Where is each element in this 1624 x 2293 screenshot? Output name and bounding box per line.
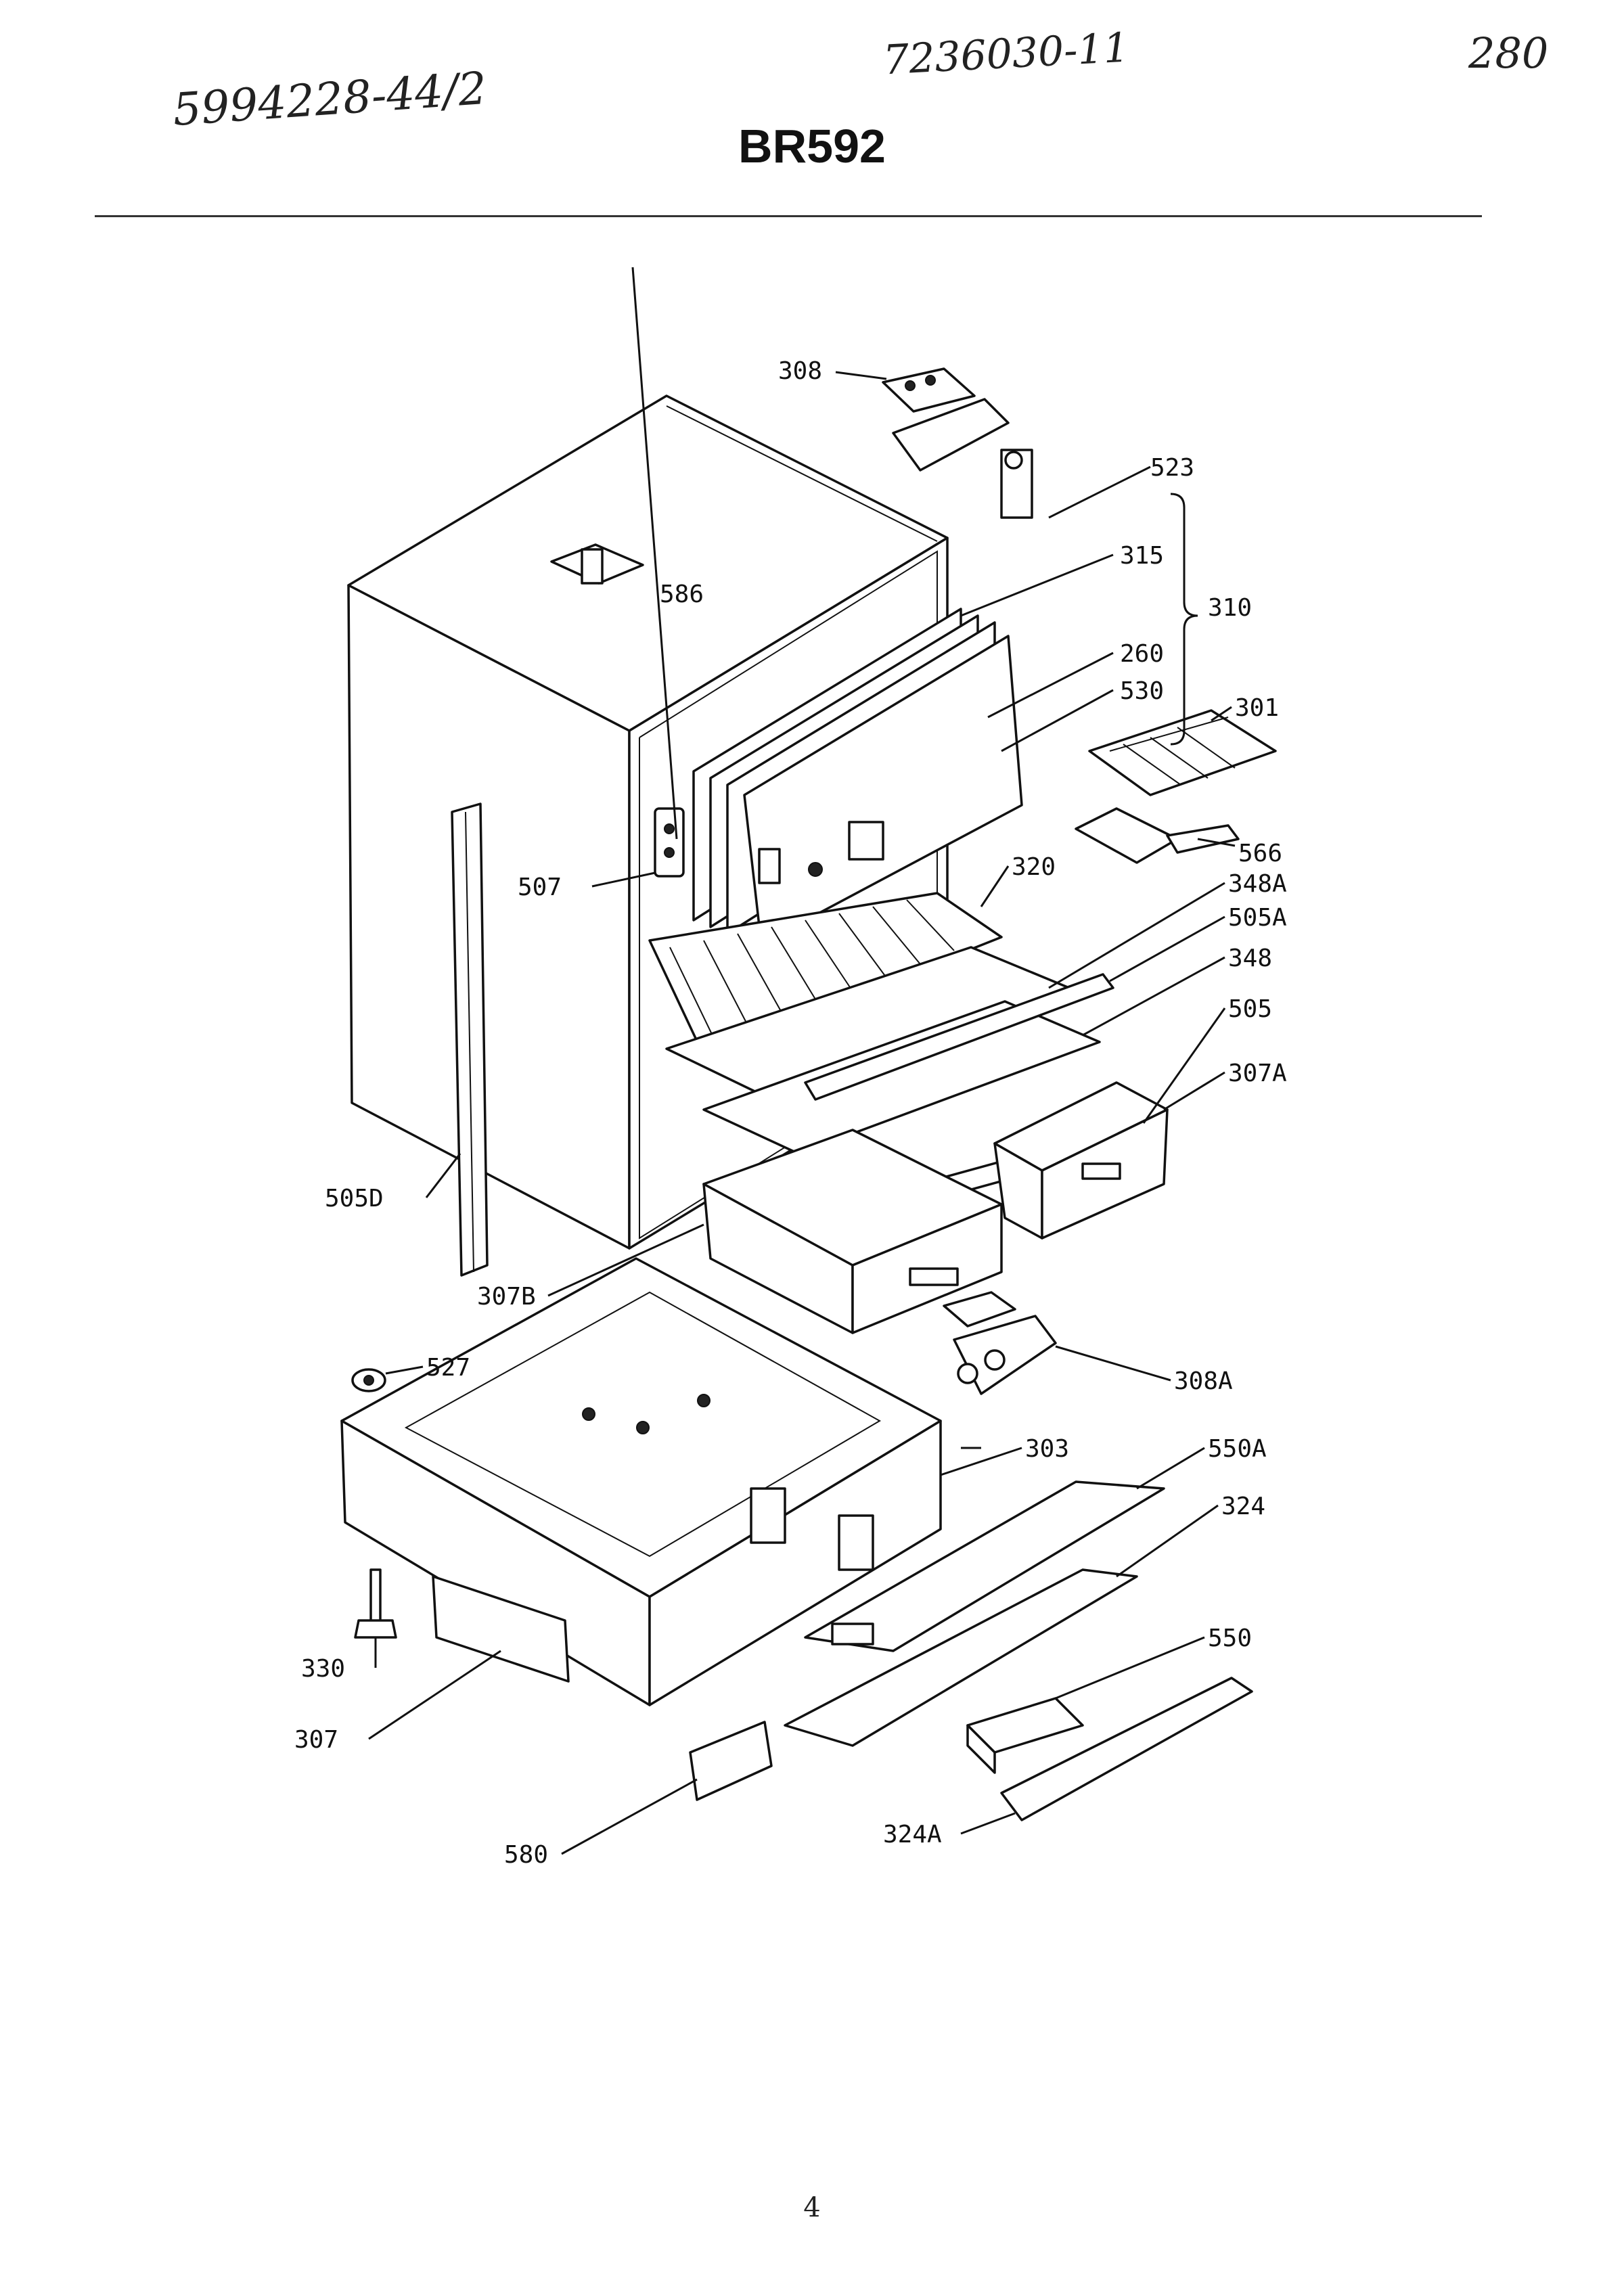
top-hinge-308 <box>882 367 1033 519</box>
callout-320: 320 <box>1012 853 1056 881</box>
kick-plate-307 <box>432 1575 570 1683</box>
bottom-hinge-308A <box>943 1291 1057 1395</box>
callout-507: 507 <box>518 873 562 901</box>
callout-324: 324 <box>1221 1493 1265 1520</box>
header-rule <box>95 215 1482 217</box>
callout-307: 307 <box>294 1726 338 1754</box>
rail-324 <box>784 1568 1138 1747</box>
callout-523: 523 <box>1150 454 1194 482</box>
group-brace-310 <box>1170 493 1198 746</box>
callout-550A: 550A <box>1208 1435 1267 1463</box>
callout-307B: 307B <box>477 1283 536 1311</box>
ice-cube-tray-301 <box>1088 709 1277 796</box>
crisper-drawer-307A <box>993 1081 1169 1240</box>
glass-shelf-348 <box>702 1000 1101 1155</box>
side-seal-strip-505D <box>451 802 489 1277</box>
callout-260: 260 <box>1120 640 1164 668</box>
callout-550: 550 <box>1208 1625 1252 1652</box>
top-bracket-586 <box>550 543 644 585</box>
rail-324A <box>1000 1677 1253 1821</box>
callout-580: 580 <box>504 1841 548 1869</box>
callout-348: 348 <box>1228 945 1272 972</box>
callout-324A: 324A <box>883 1821 942 1848</box>
nut-527 <box>351 1368 386 1392</box>
callout-labels: 308 523 315 310 586 260 530 301 566 507 … <box>294 357 1287 1869</box>
leader-lines <box>368 267 1236 1855</box>
callout-315: 315 <box>1120 542 1164 570</box>
crisper-drawer-307B <box>702 1129 1003 1334</box>
callout-566: 566 <box>1238 840 1282 867</box>
shelf-trim-505A <box>804 973 1114 1101</box>
callout-307A: 307A <box>1228 1060 1287 1087</box>
callout-348A: 348A <box>1228 870 1287 898</box>
light-switch-507 <box>654 807 685 878</box>
callout-308A: 308A <box>1174 1367 1233 1395</box>
callout-308: 308 <box>778 357 822 385</box>
block-550 <box>966 1697 1084 1774</box>
model-title: BR592 <box>738 120 886 173</box>
page-number: 4 <box>803 2192 821 2223</box>
callout-330: 330 <box>301 1655 345 1683</box>
callout-505: 505 <box>1228 995 1272 1023</box>
callout-505D: 505D <box>325 1185 384 1212</box>
callout-505A: 505A <box>1228 904 1287 932</box>
ice-scraper-566 <box>1075 807 1240 864</box>
base-frame-303 <box>340 1257 942 1706</box>
leveling-foot-330 <box>354 1568 397 1639</box>
rail-550A <box>804 1480 1165 1652</box>
handwritten-page-note: 280 <box>1468 28 1549 78</box>
callout-303: 303 <box>1025 1435 1069 1463</box>
callout-301: 301 <box>1235 694 1279 722</box>
callout-530: 530 <box>1120 677 1164 705</box>
callout-586: 586 <box>660 581 704 608</box>
block-580 <box>689 1721 773 1801</box>
wire-shelf-320 <box>648 892 1003 1057</box>
callout-527: 527 <box>426 1354 470 1382</box>
freezer-door-assembly <box>692 608 1023 945</box>
callout-310: 310 <box>1208 594 1252 622</box>
